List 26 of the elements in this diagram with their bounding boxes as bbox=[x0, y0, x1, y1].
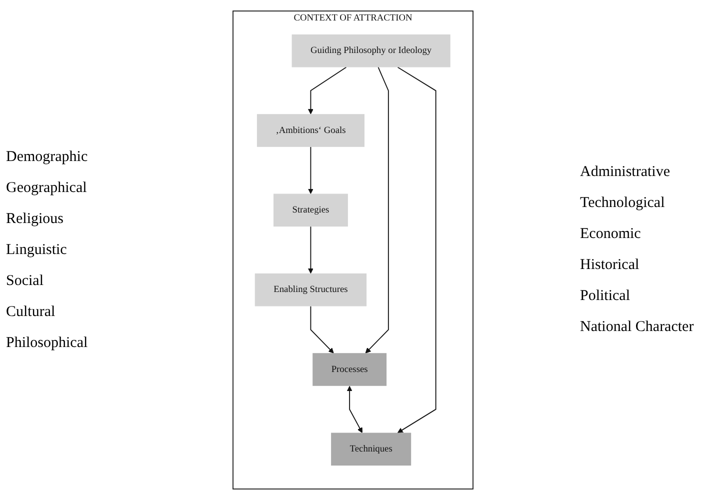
arrow bbox=[365, 66, 389, 354]
context-factor: Economic bbox=[580, 226, 642, 243]
context-factor: Political bbox=[580, 288, 631, 305]
arrow bbox=[346, 386, 362, 434]
arrow bbox=[310, 306, 334, 354]
node-box: Techniques bbox=[331, 432, 412, 466]
node-box: Processes bbox=[312, 353, 387, 386]
context-factor: Religious bbox=[6, 210, 65, 228]
context-factor: Social bbox=[6, 272, 44, 290]
context-factor: National Character bbox=[580, 319, 695, 336]
arrow bbox=[308, 66, 347, 114]
context-factor: Linguistic bbox=[6, 242, 68, 258]
context-factor: Technological bbox=[580, 195, 666, 212]
arrow bbox=[308, 226, 314, 274]
context-factor: Cultural bbox=[6, 304, 56, 320]
node-box: ‚Ambitions‘ Goals bbox=[256, 114, 364, 147]
context-factor: Demographic bbox=[6, 148, 89, 166]
node-box: Strategies bbox=[273, 194, 348, 227]
arrow bbox=[397, 66, 436, 434]
context-factor: Administrative bbox=[580, 164, 671, 181]
context-factor: Philosophical bbox=[6, 334, 89, 352]
node-box: Guiding Philosophy or Ideology bbox=[292, 34, 450, 68]
node-box: Enabling Structures bbox=[254, 273, 367, 306]
arrow bbox=[308, 146, 314, 194]
context-factor: Historical bbox=[580, 257, 640, 274]
context-factor: Geographical bbox=[6, 180, 88, 196]
